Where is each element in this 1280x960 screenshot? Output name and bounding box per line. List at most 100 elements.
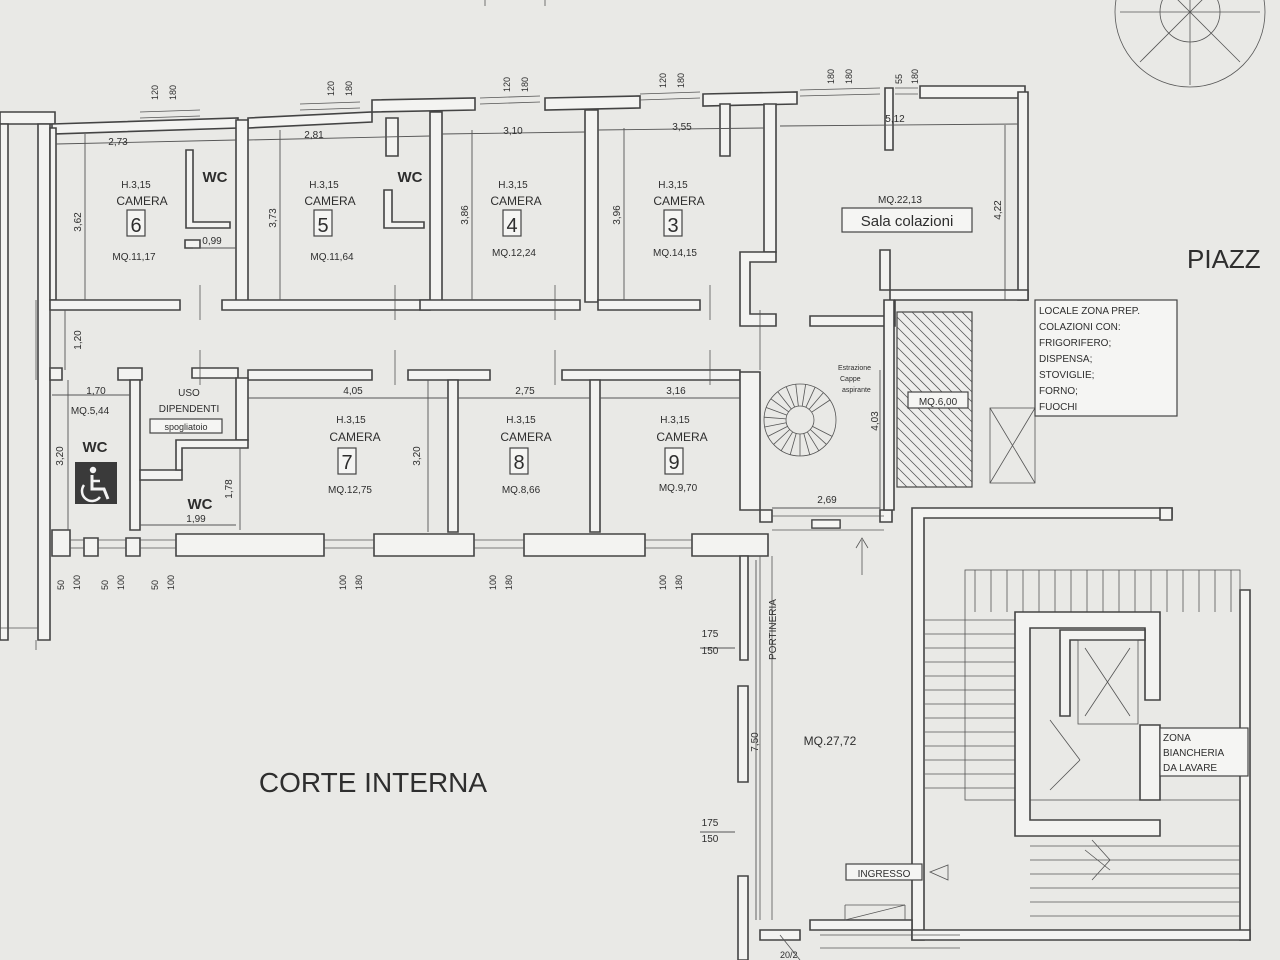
dim-opening-a: 120 (658, 73, 668, 88)
top-cut-marks (484, 0, 546, 6)
room-8-type: CAMERA (500, 430, 551, 444)
room-3-number-box (663, 209, 683, 237)
prep-notes-box (1034, 299, 1178, 417)
dim-room-3-width: 3,55 (672, 122, 692, 133)
dim-extractor: 4,03 (870, 411, 881, 431)
dim-opening-a: 120 (502, 77, 512, 92)
dim-lobby-height: 7,50 (750, 732, 761, 752)
prep-area-box (907, 391, 969, 409)
dim-opening-b: 180 (674, 575, 684, 590)
room-3-number: 3 (667, 215, 678, 237)
staff-label-2: DIPENDENTI (159, 404, 220, 415)
dim-opening-b: 180 (168, 85, 178, 100)
extractor-note-line: Cappe (840, 376, 861, 383)
north-windows (139, 87, 918, 119)
linen-note-line: BIANCHERIA (1163, 748, 1224, 759)
breakfast-area: MQ.22,13 (878, 195, 922, 206)
room-7-area: MQ.12,75 (328, 485, 372, 496)
doorstep (811, 519, 841, 529)
staff-label-1: USO (178, 388, 200, 399)
dim-room-6-height: 3,62 (73, 212, 84, 232)
dim-opening-a: 120 (326, 81, 336, 96)
room-7-number: 7 (341, 452, 352, 474)
dim-room-6-width: 2,73 (108, 137, 128, 148)
entrance-arrow (855, 537, 869, 575)
prep-note-line: FORNO; (1039, 386, 1078, 397)
wc-room-5: WC (398, 169, 423, 186)
dim-room-3-height: 3,96 (612, 205, 623, 225)
dim-opening-b: 100 (72, 575, 82, 590)
prep-area: MQ.6,00 (919, 397, 958, 408)
room-6-number: 6 (130, 215, 141, 237)
breakfast-room-name: Sala colazioni (861, 213, 954, 230)
extractor-note-line: aspirante (842, 387, 871, 394)
room-3-area: MQ.14,15 (653, 248, 697, 259)
linen-note-line: ZONA (1163, 733, 1191, 744)
spiral-staircase (763, 383, 837, 457)
extractor-note-line: Estrazione (838, 365, 871, 372)
room-9-type: CAMERA (656, 430, 707, 444)
dim-opening-a: 180 (826, 69, 836, 84)
dim-opening-a: 100 (658, 575, 668, 590)
accessible-wc-sign (75, 462, 117, 504)
prep-note-line: FRIGORIFERO; (1039, 338, 1111, 349)
dim-room-5-height: 3,73 (268, 208, 279, 228)
linen-notes-box (1159, 727, 1249, 777)
dim-room-7-height: 3,20 (412, 446, 423, 466)
dim-opening-b: 180 (910, 69, 920, 84)
room-6-area: MQ.11,17 (112, 252, 156, 263)
room-9-height: H.3,15 (660, 415, 690, 426)
dim-opening-b: 180 (844, 69, 854, 84)
main-staircase (925, 407, 1241, 917)
room-9-number: 9 (668, 452, 679, 474)
interior-lines (0, 285, 960, 960)
dim-corridor: 1,20 (73, 330, 84, 350)
shaft-cross (989, 407, 1036, 484)
room-9-area: MQ.9,70 (659, 483, 698, 494)
room-3: H.3,15 CAMERA 3 MQ.14,15 (653, 180, 705, 259)
room-8-height: H.3,15 (506, 415, 536, 426)
room-8-number: 8 (513, 452, 524, 474)
dim-opening-b: 180 (354, 575, 364, 590)
room-5-type: CAMERA (304, 194, 355, 208)
elevator-cross (1084, 647, 1131, 717)
room-6: H.3,15 CAMERA 6 MQ.11,17 (112, 180, 167, 263)
room-5-number: 5 (317, 215, 328, 237)
wc-staff: WC (188, 496, 213, 513)
ingresso-label-box (845, 863, 923, 881)
ingresso-label: INGRESSO (858, 869, 911, 880)
room-5: H.3,15 CAMERA 5 MQ.11,64 (304, 180, 355, 263)
room-8-area: MQ.8,66 (502, 485, 541, 496)
room-3-height: H.3,15 (658, 180, 688, 191)
stair-arrow (1091, 839, 1111, 881)
dim-opening-a: 100 (488, 575, 498, 590)
linen-note-line: DA LAVARE (1163, 763, 1217, 774)
staff-label-3: spogliatoio (164, 422, 207, 432)
courtyard-label: CORTE INTERNA (259, 767, 487, 798)
dim-opening-a: 50 (150, 580, 160, 590)
room-6-type: CAMERA (116, 194, 167, 208)
room-4: H.3,15 CAMERA 4 MQ.12,24 (490, 180, 541, 259)
room-3-type: CAMERA (653, 194, 704, 208)
room-6-height: H.3,15 (121, 180, 151, 191)
wc-room-6: WC (203, 169, 228, 186)
prep-note-line: DISPENSA; (1039, 354, 1092, 365)
dim-breakfast-height: 4,22 (993, 200, 1004, 220)
accessible-area: MQ.5,44 (71, 406, 110, 417)
circular-fixture-top-right (1114, 0, 1266, 88)
square-label: PIAZZ (1187, 244, 1261, 274)
dim-opening-a: 120 (150, 85, 160, 100)
room-7-type: CAMERA (329, 430, 380, 444)
room-5-height: H.3,15 (309, 180, 339, 191)
room-9: H.3,15 CAMERA 9 MQ.9,70 (656, 415, 707, 494)
dimension-lines (52, 123, 1019, 920)
south-windows (70, 539, 692, 549)
room-7: H.3,15 CAMERA 7 MQ.12,75 (328, 415, 381, 496)
dim-accessible-height: 3,20 (55, 446, 66, 466)
dim-opening-a: 55 (894, 74, 904, 84)
prep-note-line: LOCALE ZONA PREP. (1039, 306, 1140, 317)
dim-opening-a: 100 (338, 575, 348, 590)
dim-lobby-window-b: 150 (702, 646, 719, 657)
dim-bottom-cut: 20/2 (780, 950, 798, 960)
